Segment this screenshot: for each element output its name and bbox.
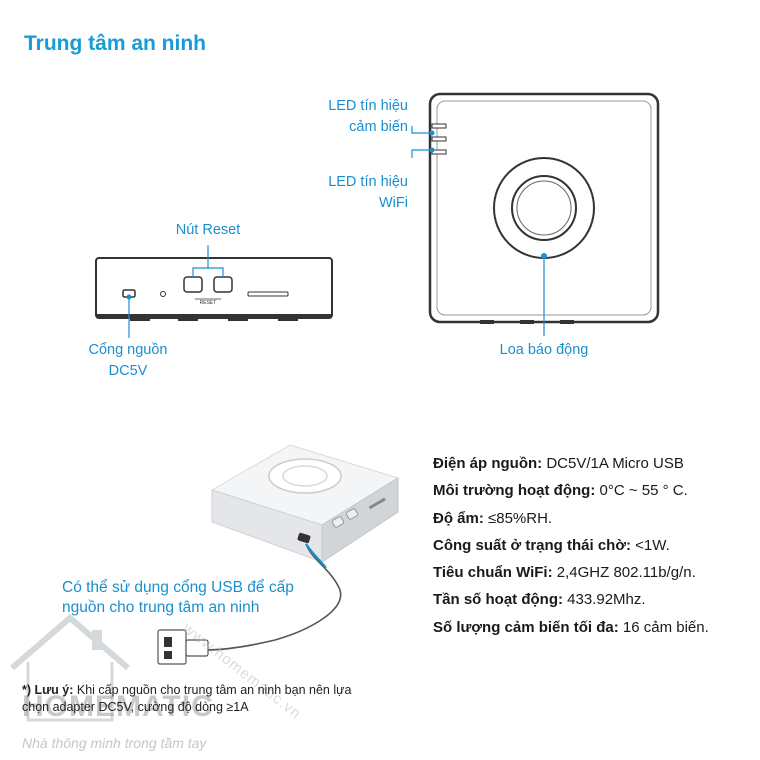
specs-list: Điện áp nguồn: DC5V/1A Micro USB Môi trư… bbox=[433, 450, 709, 641]
brand-tagline: Nhà thông minh trong tầm tay bbox=[22, 735, 207, 751]
led-sensor-label-line1: LED tín hiệu bbox=[328, 98, 408, 114]
spec-label: Độ ẩm: bbox=[433, 509, 484, 527]
spec-label: Tần số hoạt động: bbox=[433, 591, 563, 609]
power-port-label: Cổng nguồn DC5V bbox=[66, 340, 190, 382]
spec-label: Môi trường hoạt động: bbox=[433, 482, 596, 500]
spec-value: 2,4GHZ 802.11b/g/n. bbox=[552, 564, 696, 582]
power-port-label-line1: Cổng nguồn bbox=[88, 342, 168, 358]
usb-note: Có thể sử dụng cổng USB để cấp nguồn cho… bbox=[62, 578, 294, 618]
spec-value: DC5V/1A Micro USB bbox=[542, 455, 684, 472]
led-sensor-label: LED tín hiệu cảm biến bbox=[300, 96, 408, 138]
power-port-label-line2: DC5V bbox=[108, 363, 148, 379]
reset-button-label: Nút Reset bbox=[175, 222, 241, 238]
spec-row: Công suất ở trạng thái chờ: <1W. bbox=[433, 532, 709, 559]
spec-value: 433.92Mhz. bbox=[562, 591, 646, 609]
spec-value: <1W. bbox=[631, 536, 670, 554]
brand-logo-text: HOMEMATIC bbox=[22, 690, 214, 723]
spec-value: ≤85%RH. bbox=[483, 509, 553, 527]
led-sensor-label-line2: cảm biến bbox=[349, 119, 408, 135]
spec-row: Tiêu chuẩn WiFi: 2,4GHZ 802.11b/g/n. bbox=[433, 559, 709, 586]
spec-label: Điện áp nguồn: bbox=[433, 455, 543, 472]
spec-value: 0°C ~ 55 ° C. bbox=[595, 482, 688, 500]
device-side-view bbox=[95, 257, 333, 321]
usb-note-line2: nguồn cho trung tâm an ninh bbox=[62, 599, 260, 616]
footnote-text: Khi cấp nguồn cho trung tâm an ninh bạn … bbox=[73, 683, 352, 697]
spec-label: Tiêu chuẩn WiFi: bbox=[433, 564, 553, 582]
spec-label: Công suất ở trạng thái chờ: bbox=[433, 536, 631, 554]
led-wifi-label-line1: LED tín hiệu bbox=[328, 174, 408, 190]
footnote-line1: *) Lưu ý: Khi cấp nguồn cho trung tâm an… bbox=[22, 682, 351, 699]
spec-row: Độ ẩm: ≤85%RH. bbox=[433, 505, 709, 532]
reset-small-label: RESET bbox=[199, 300, 217, 306]
footnote: *) Lưu ý: Khi cấp nguồn cho trung tâm an… bbox=[22, 682, 351, 716]
spec-row: Điện áp nguồn: DC5V/1A Micro USB bbox=[433, 450, 709, 477]
led-wifi-label-line2: WiFi bbox=[379, 195, 408, 211]
device-top-view bbox=[428, 92, 660, 324]
footnote-line2: chọn adapter DC5V, cường độ dòng ≥1A bbox=[22, 700, 249, 714]
usb-adapter bbox=[157, 629, 209, 665]
logo-house bbox=[10, 614, 130, 722]
spec-value: 16 cảm biến. bbox=[618, 618, 709, 636]
spec-label: Số lượng cảm biến tối đa: bbox=[433, 618, 619, 636]
led-wifi-label: LED tín hiệu WiFi bbox=[300, 172, 408, 214]
page-title: Trung tâm an ninh bbox=[24, 32, 206, 55]
footnote-prefix: *) Lưu ý: bbox=[22, 683, 74, 697]
alarm-speaker-label: Loa báo động bbox=[499, 342, 589, 358]
device-photo bbox=[210, 444, 400, 563]
spec-row: Tần số hoạt động: 433.92Mhz. bbox=[433, 586, 709, 613]
usb-note-line1: Có thể sử dụng cổng USB để cấp bbox=[62, 579, 294, 596]
spec-row: Số lượng cảm biến tối đa: 16 cảm biến. bbox=[433, 614, 709, 641]
spec-row: Môi trường hoạt động: 0°C ~ 55 ° C. bbox=[433, 477, 709, 504]
